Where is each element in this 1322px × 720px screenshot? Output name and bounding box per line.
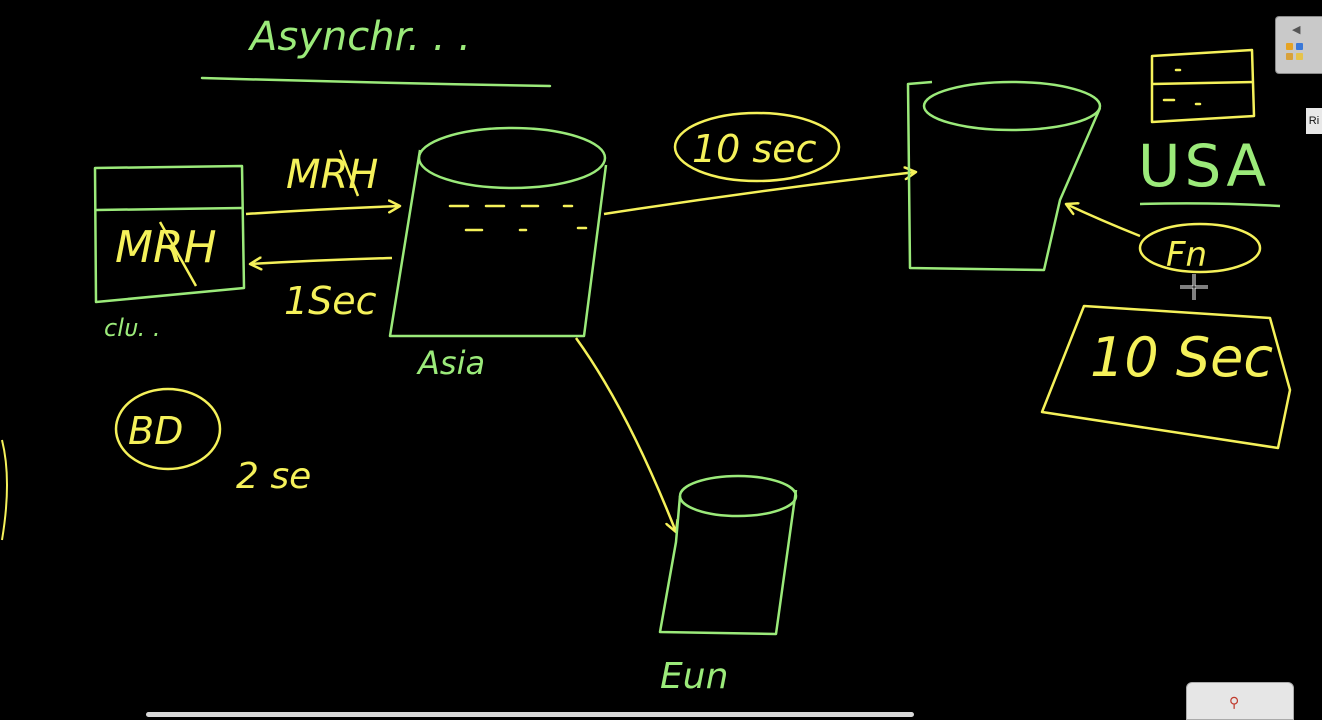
floating-tool-panel[interactable]: ◀: [1275, 16, 1322, 74]
arrow-label-strike: [338, 149, 360, 197]
bottom-toolbar-widget[interactable]: ⚲: [1186, 682, 1294, 720]
usa-underline: [1139, 202, 1281, 208]
client-box: [93, 164, 246, 304]
latency-usa-label: 10 sec: [692, 127, 817, 171]
arrow-bottom-label: 1Sec: [284, 279, 377, 323]
arrow-asia-to-eur: [574, 337, 676, 532]
title-text: Asynchr. . .: [247, 14, 471, 60]
asia-label: Asia: [416, 344, 485, 382]
ten-sec-box: [1040, 304, 1292, 450]
bd-label: BD: [128, 409, 183, 453]
cursor-crosshair-icon: [1180, 274, 1208, 300]
magnifier-icon[interactable]: ⚲: [1229, 695, 1240, 711]
app-grid-icon[interactable]: [1284, 43, 1314, 63]
side-tab[interactable]: Ri: [1306, 108, 1322, 134]
arrow-client-to-asia: [245, 206, 400, 216]
fn-label: Fn: [1166, 235, 1207, 275]
small-note-box: [1150, 48, 1256, 124]
eur-label: Eun: [660, 656, 728, 697]
title-underline: [200, 76, 552, 88]
ten-sec-label: 10 Sec: [1090, 326, 1273, 389]
latency-usa-ellipse: [673, 111, 841, 183]
client-box-label: MRH: [115, 222, 217, 273]
triangle-left-icon[interactable]: ◀: [1292, 23, 1301, 36]
client-label-strike: [158, 221, 198, 287]
usa-database: [906, 80, 1102, 272]
usa-label: USA: [1138, 132, 1270, 200]
eur-database: [658, 474, 798, 636]
arrow-asia-to-client: [250, 258, 393, 264]
fn-ellipse: [1138, 222, 1262, 274]
left-edge-stroke: [1, 439, 8, 541]
bd-time-label: 2 se: [236, 456, 311, 497]
bd-ellipse: [114, 387, 222, 471]
arrow-asia-to-usa: [603, 172, 916, 216]
arrow-fn-to-usa: [1066, 204, 1141, 238]
arrow-top-label: MRH: [286, 152, 378, 198]
horizontal-scrollbar[interactable]: [146, 712, 914, 717]
client-caption: clᴜ. .: [104, 314, 161, 342]
asia-database: [388, 126, 608, 338]
